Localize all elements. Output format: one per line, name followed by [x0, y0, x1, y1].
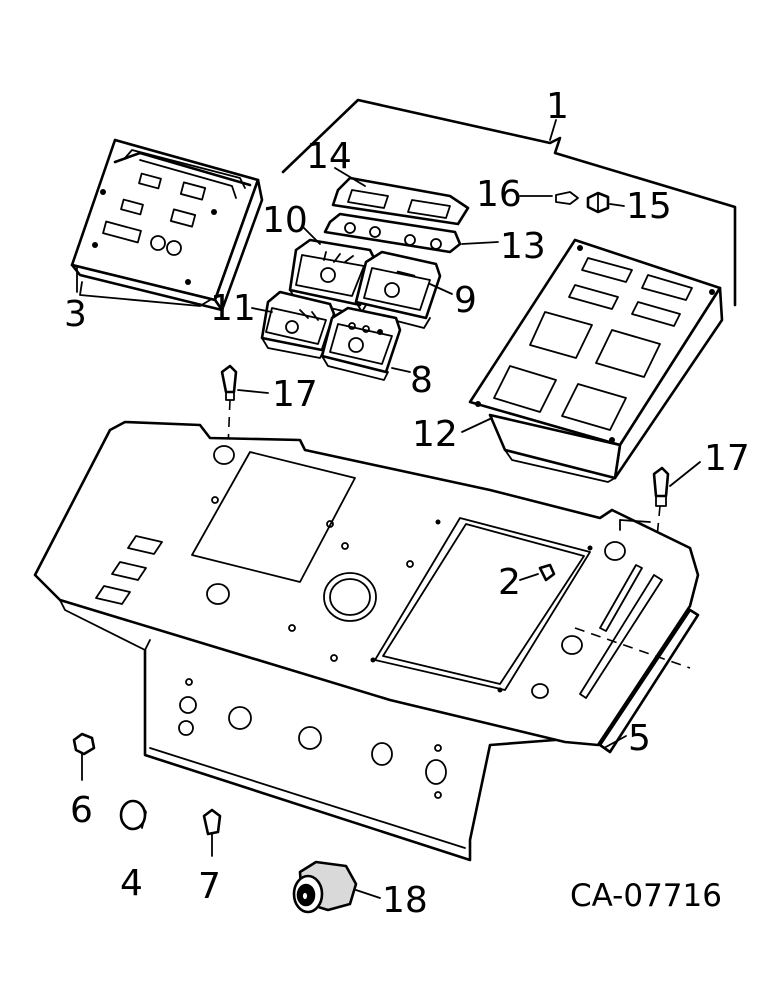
callout-1: 1 — [546, 86, 569, 127]
callout-3: 3 — [64, 294, 87, 335]
callout-7: 7 — [198, 866, 221, 907]
instrument-panel-5-part — [33, 420, 700, 862]
gauge-11-part — [260, 290, 336, 359]
drawing-code: CA-07716 — [570, 878, 722, 914]
gauge-9-part — [354, 250, 442, 329]
callout-17a: 17 — [272, 374, 318, 415]
plug-2-part — [538, 563, 556, 582]
gauge-8-part — [320, 306, 402, 381]
bulb-17b-part — [652, 466, 670, 549]
callout-16: 16 — [476, 174, 522, 215]
bezel-strip-part — [331, 176, 470, 226]
lamp-strip-part — [323, 212, 462, 254]
bezel-housing-12-part — [468, 238, 724, 483]
callout-4: 4 — [120, 863, 143, 904]
callout-13: 13 — [500, 226, 546, 267]
knob-4-part — [119, 799, 147, 831]
clip-6-part — [72, 732, 96, 781]
callout-10: 10 — [262, 200, 308, 241]
socket-15-part — [586, 191, 610, 214]
bulb-16-part — [555, 191, 579, 205]
callout-2: 2 — [498, 562, 521, 603]
callout-9: 9 — [454, 280, 477, 321]
assembly-bracket-1 — [281, 98, 737, 307]
callout-5: 5 — [628, 718, 651, 759]
callout-8: 8 — [410, 360, 433, 401]
callout-15: 15 — [626, 186, 672, 227]
callout-17b: 17 — [704, 438, 750, 479]
switch-7-part — [202, 808, 222, 857]
rotary-switch-18-part — [292, 860, 381, 914]
callout-6: 6 — [70, 790, 93, 831]
gauge-cluster-part — [70, 138, 264, 312]
callout-18: 18 — [382, 880, 428, 921]
callout-labels: 1 2 3 4 5 6 7 8 9 10 11 12 13 14 15 16 1… — [64, 86, 750, 921]
bulb-17a-part — [220, 364, 238, 449]
leader-lines — [76, 119, 701, 749]
callout-14: 14 — [306, 136, 352, 177]
callout-12: 12 — [412, 414, 458, 455]
callout-11: 11 — [210, 288, 256, 329]
